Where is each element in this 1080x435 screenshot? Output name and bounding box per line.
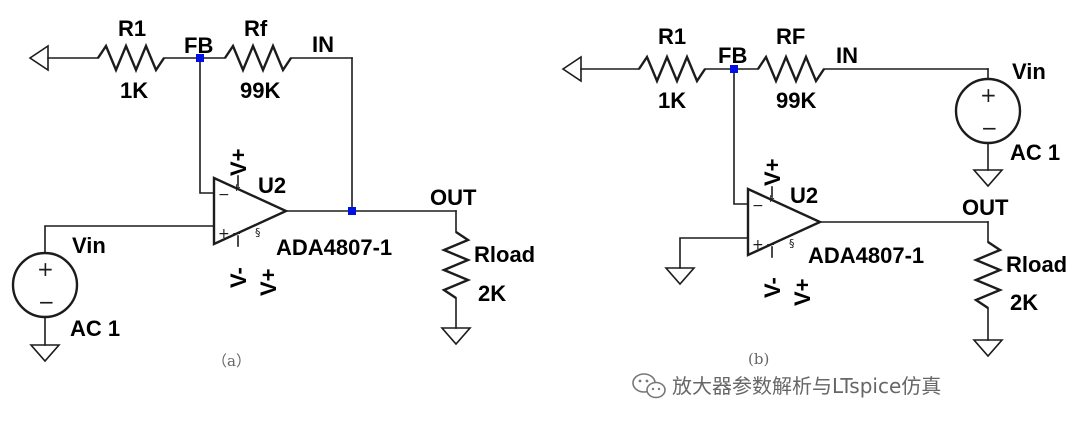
svg-text:+: + [218,226,230,242]
label-vplus-bottom-b: V+ [790,278,815,306]
label-in-b: IN [836,43,858,68]
label-rload-a: Rload [474,242,535,267]
ground-symbol-a-left [28,44,99,72]
label-out-b: OUT [962,195,1009,220]
svg-text:+: + [752,237,764,253]
svg-text:−: − [38,290,55,314]
label-rf-value-b: 99K [776,88,816,113]
caption-a: （a） [212,352,251,370]
opamp-u2-b: − + + − § [746,186,823,258]
voltage-source-vin-b: + − [954,77,1022,145]
svg-text:§: § [255,226,261,239]
fb-node-a [196,54,204,62]
ground-symbol-b-noninv [664,267,696,286]
caption-b: (b) [748,350,769,368]
label-ac-a: AC 1 [70,316,120,341]
watermark-text: 放大器参数解析与LTspice仿真 [672,374,941,398]
label-fb-a: FB [184,33,213,58]
ground-symbol-a-load [440,327,472,346]
resistor-r1-a [97,42,165,74]
label-fb-b: FB [718,43,747,68]
out-node-a [348,207,356,215]
svg-text:−: − [218,187,230,203]
label-rload-value-b: 2K [1010,290,1038,315]
ground-symbol-a-source [29,344,61,363]
opamp-u2-a: − + + − § [212,175,289,247]
label-r1-value-a: 1K [120,78,148,103]
watermark: 放大器参数解析与LTspice仿真 [632,373,941,399]
label-vplus-top-b: V+ [760,158,785,186]
svg-text:−: − [752,198,764,214]
ground-symbol-b-left [561,55,640,83]
svg-text:−: − [766,238,775,251]
label-rf-b: RF [776,24,805,49]
label-r1-a: R1 [118,16,146,41]
svg-text:+: + [766,192,775,205]
label-r1-b: R1 [658,24,686,49]
svg-text:+: + [980,83,997,107]
label-u2-b: U2 [790,183,818,208]
circuit-a: − + + − § + − R1 1K FB Rf [11,16,535,370]
label-in-a: IN [312,32,334,57]
label-rf-value-a: 99K [240,78,280,103]
label-vin-a: Vin [72,233,106,258]
ground-symbol-b-source [972,169,1004,188]
svg-text:−: − [981,116,998,140]
svg-text:+: + [232,181,241,194]
fb-node-b [730,65,738,73]
label-out-a: OUT [430,185,477,210]
svg-text:§: § [789,237,795,250]
label-vminus-a: V- [226,267,251,288]
label-vminus-b: V- [760,277,785,298]
label-rload-b: Rload [1006,252,1067,277]
label-u2-a: U2 [258,173,286,198]
label-part-a: ADA4807-1 [276,235,392,260]
label-part-b: ADA4807-1 [808,243,924,268]
svg-text:−: − [232,227,241,240]
circuit-b: + − − + + − § [561,24,1067,368]
resistor-rf-a [224,42,292,74]
label-rf-a: Rf [244,16,268,41]
label-r1-value-b: 1K [658,88,686,113]
label-vin-b: Vin [1012,59,1046,84]
label-vplus-bottom-a: V+ [256,268,281,296]
resistor-r1-b [638,53,706,85]
svg-text:+: + [37,257,54,281]
wechat-icon [632,373,666,399]
voltage-source-vin-a: + − [11,251,79,319]
resistor-rload-a [440,231,472,299]
label-ac-b: AC 1 [1010,140,1060,165]
label-rload-value-a: 2K [478,281,506,306]
label-vplus-top-a: V+ [226,148,251,176]
resistor-rf-b [757,53,825,85]
ground-symbol-b-load [972,339,1004,358]
resistor-rload-b [972,241,1004,309]
